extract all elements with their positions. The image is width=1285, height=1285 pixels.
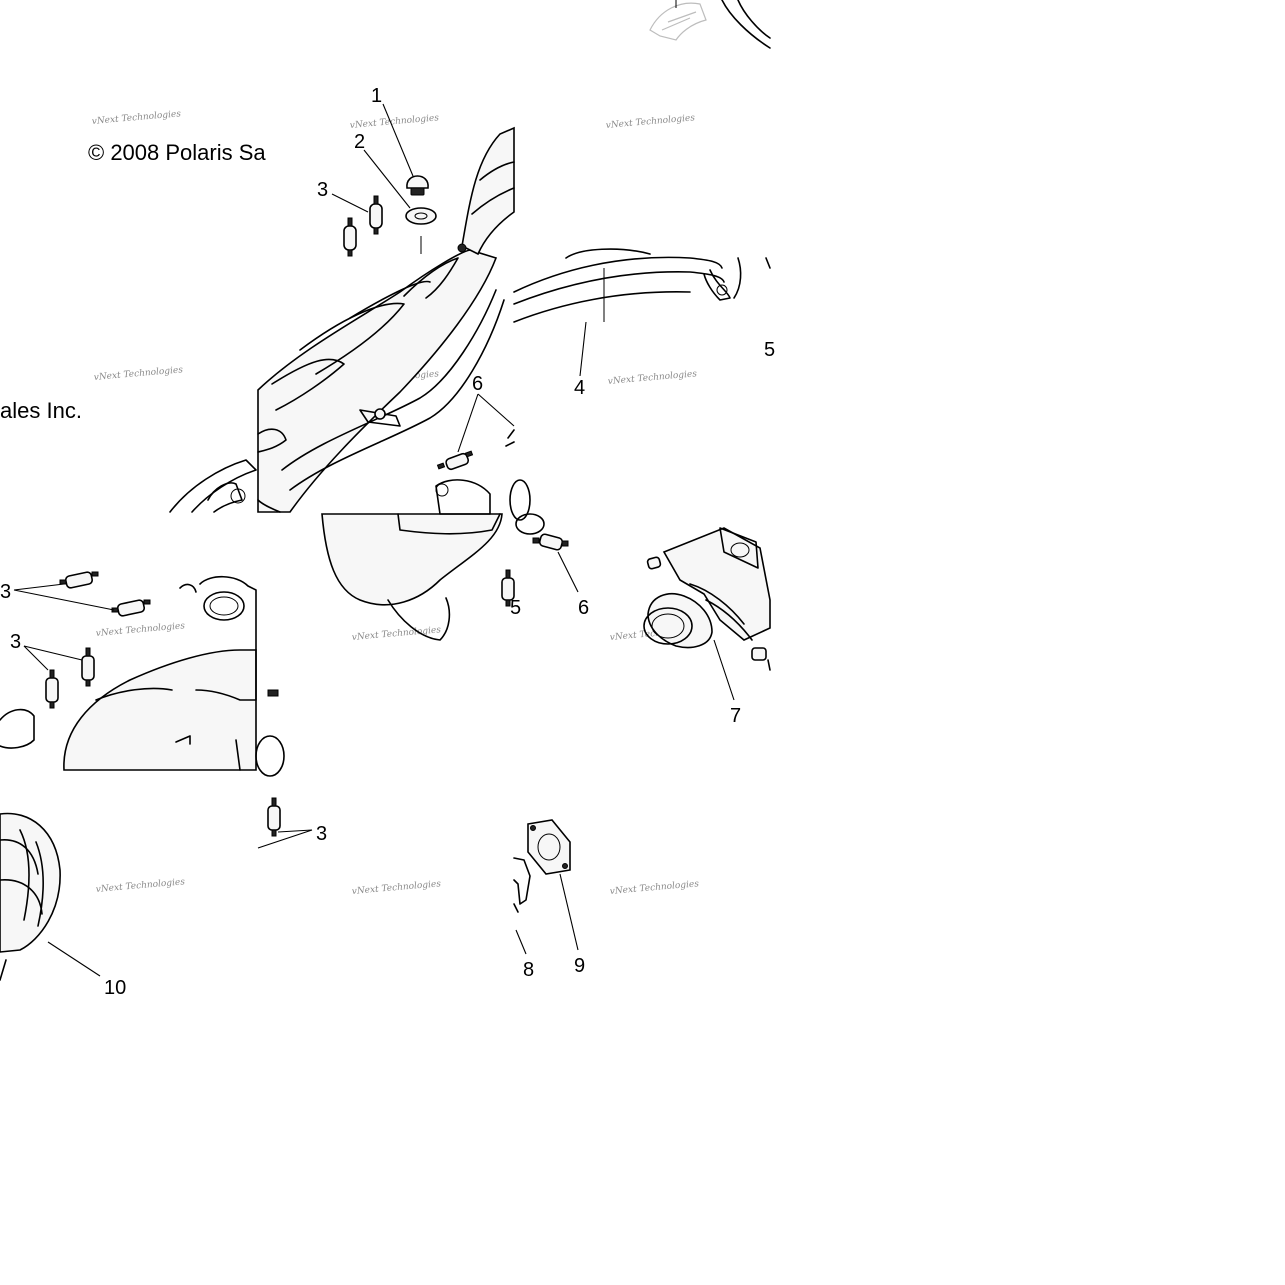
rubber-mount-part [501, 513, 569, 607]
pipe-part [513, 248, 771, 323]
end-cap-part [0, 812, 61, 981]
bracket-part [513, 857, 531, 913]
clamp-fragment-top [649, 0, 771, 49]
callout-number: 3 [316, 823, 327, 845]
callout-number: 3 [0, 581, 11, 603]
copyright-text-right: ales Inc. [0, 398, 82, 423]
rubber-mount-part [436, 429, 515, 471]
callout-number: 3 [317, 179, 328, 201]
gasket-part [527, 819, 571, 875]
clamp-fragment-left [169, 459, 257, 513]
muffler-assembly [257, 126, 515, 513]
watermark: vNext Technologies [607, 369, 697, 387]
watermark: vNext Technologies [609, 879, 699, 897]
heat-shield-part [321, 479, 531, 641]
muffler-shell-part [0, 575, 285, 777]
callout-number: 6 [472, 373, 483, 395]
watermark: vNext Technologies [95, 621, 185, 639]
watermark: vNext Technologies [95, 877, 185, 895]
rubber-plug-part [406, 175, 429, 196]
watermarks: vNext Technologies vNext Technologies vN… [91, 109, 699, 897]
callout-labels: 1 2 3 4 5 6 3 3 5 6 7 3 10 8 9 [0, 85, 775, 999]
callout-number: 2 [354, 131, 365, 153]
callout-number: 9 [574, 955, 585, 977]
watermark: vNext Technologies [351, 625, 441, 643]
watermark: vNext Technologies [605, 113, 695, 131]
rubber-mount-part [45, 571, 151, 709]
rubber-mount-part [267, 797, 281, 837]
callout-number: 8 [523, 959, 534, 981]
callout-number: 7 [730, 705, 741, 727]
callout-number: 10 [104, 977, 126, 999]
watermark: vNext Technologies [91, 109, 181, 127]
washer-part [405, 207, 437, 254]
watermark: vNext Technologies [349, 113, 439, 131]
leader-lines [13, 103, 735, 977]
callout-number: 5 [764, 339, 775, 361]
callout-number: 3 [10, 631, 21, 653]
exhaust-manifold-part [643, 527, 771, 671]
copyright-text-left: © 2008 Polaris Sa [88, 140, 266, 165]
watermark: vNext Technologies [93, 365, 183, 383]
callout-number: 1 [371, 85, 382, 107]
rubber-mount-part [343, 195, 383, 257]
watermark: vNext Technologies [351, 879, 441, 897]
callout-number: 4 [574, 377, 585, 399]
callout-number: 5 [510, 597, 521, 619]
callout-number: 6 [578, 597, 589, 619]
